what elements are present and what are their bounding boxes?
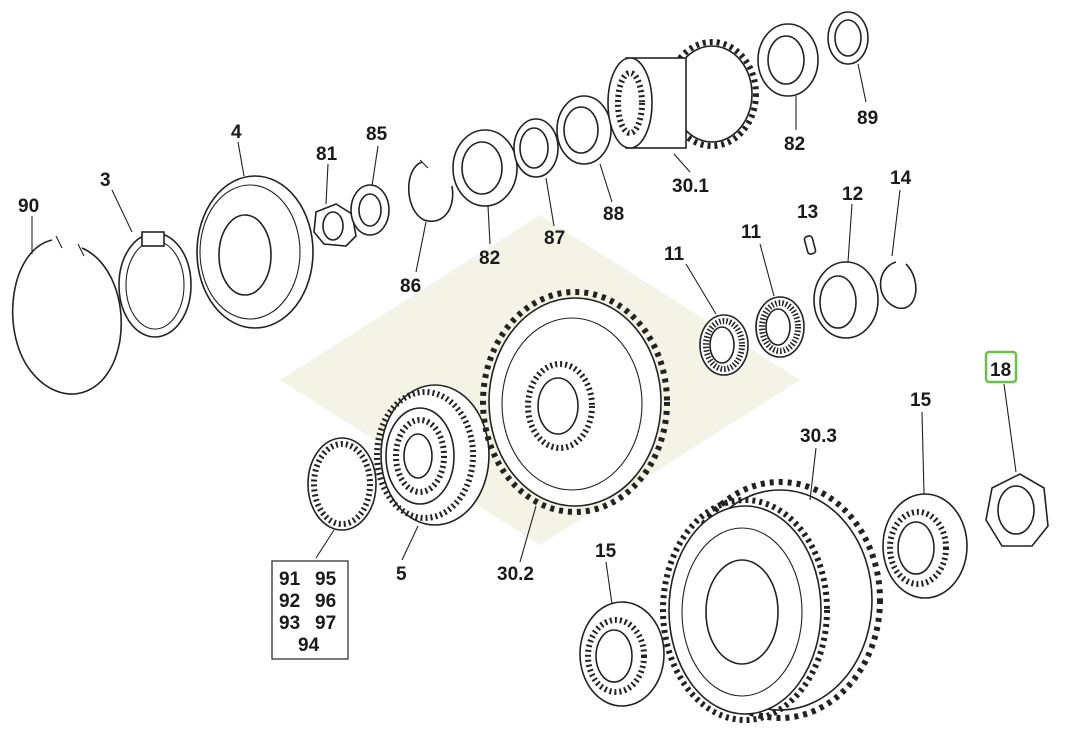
callout-15-lower[interactable]: 15 bbox=[595, 541, 617, 562]
callout-81[interactable]: 81 bbox=[316, 144, 338, 165]
part-11-needle-bearing-b[interactable] bbox=[755, 296, 805, 358]
part-82-bearing-cup-upper[interactable] bbox=[452, 129, 518, 207]
callout-5[interactable]: 5 bbox=[396, 564, 407, 585]
part-5-synchronizer[interactable] bbox=[374, 384, 490, 526]
part-89-seal[interactable] bbox=[827, 11, 869, 65]
callout-30-2[interactable]: 30.2 bbox=[497, 564, 534, 585]
kit-item-92: 92 bbox=[279, 591, 300, 612]
part-82-bearing-cup-right[interactable] bbox=[757, 23, 819, 97]
callout-4[interactable]: 4 bbox=[231, 122, 242, 143]
part-30-3-gear[interactable] bbox=[660, 479, 883, 723]
callout-13[interactable]: 13 bbox=[797, 202, 818, 223]
callout-18[interactable]: 18 bbox=[990, 360, 1011, 381]
kit-item-93: 93 bbox=[279, 613, 300, 634]
part-91-97-spline-ring[interactable] bbox=[307, 437, 377, 531]
part-30-1-gear-hub[interactable] bbox=[607, 39, 759, 149]
kit-callout-box[interactable]: 91 95 92 96 93 97 94 bbox=[271, 560, 349, 660]
part-4-bearing[interactable] bbox=[196, 175, 314, 329]
callout-11-left[interactable]: 11 bbox=[664, 244, 685, 265]
part-18-hex-nut[interactable] bbox=[985, 473, 1049, 547]
kit-item-97: 97 bbox=[315, 613, 336, 634]
part-3-snap-ring[interactable] bbox=[118, 231, 192, 338]
part-12-collar[interactable] bbox=[813, 261, 879, 339]
part-14-snap-ring[interactable] bbox=[879, 261, 917, 309]
callout-82-upper[interactable]: 82 bbox=[479, 248, 500, 269]
part-30-2-gear[interactable] bbox=[480, 289, 670, 515]
kit-item-91: 91 bbox=[279, 569, 301, 590]
part-81-nut[interactable] bbox=[313, 203, 357, 247]
callout-14[interactable]: 14 bbox=[890, 168, 912, 189]
callout-3[interactable]: 3 bbox=[100, 170, 111, 191]
callout-30-3[interactable]: 30.3 bbox=[800, 426, 837, 447]
selected-callout-highlight bbox=[984, 350, 1018, 384]
kit-item-95: 95 bbox=[315, 569, 337, 590]
callout-30-1[interactable]: 30.1 bbox=[672, 176, 709, 197]
callout-11-right[interactable]: 11 bbox=[741, 222, 762, 243]
callout-90[interactable]: 90 bbox=[18, 196, 39, 217]
part-15-bearing-right[interactable] bbox=[882, 493, 968, 599]
callout-82-right[interactable]: 82 bbox=[784, 134, 805, 155]
callout-85[interactable]: 85 bbox=[366, 124, 388, 145]
leader-lines bbox=[31, 63, 1017, 605]
part-85-washer[interactable] bbox=[350, 184, 390, 236]
callout-86[interactable]: 86 bbox=[400, 276, 421, 297]
part-88-bushing[interactable] bbox=[556, 95, 612, 165]
callout-89[interactable]: 89 bbox=[857, 108, 878, 129]
kit-item-94: 94 bbox=[298, 635, 320, 656]
part-87-needle-bearing[interactable] bbox=[513, 118, 559, 178]
callout-12[interactable]: 12 bbox=[842, 184, 863, 205]
part-11-needle-bearing-a[interactable] bbox=[699, 314, 749, 376]
kit-item-96: 96 bbox=[315, 591, 336, 612]
part-15-bearing-lower[interactable] bbox=[579, 601, 665, 707]
part-90-circlip[interactable] bbox=[11, 235, 122, 395]
callout-88[interactable]: 88 bbox=[603, 204, 624, 225]
callout-15-right[interactable]: 15 bbox=[910, 390, 932, 411]
callout-87[interactable]: 87 bbox=[544, 228, 565, 249]
part-86-ring[interactable] bbox=[407, 159, 454, 223]
part-13-pin[interactable] bbox=[803, 235, 817, 255]
